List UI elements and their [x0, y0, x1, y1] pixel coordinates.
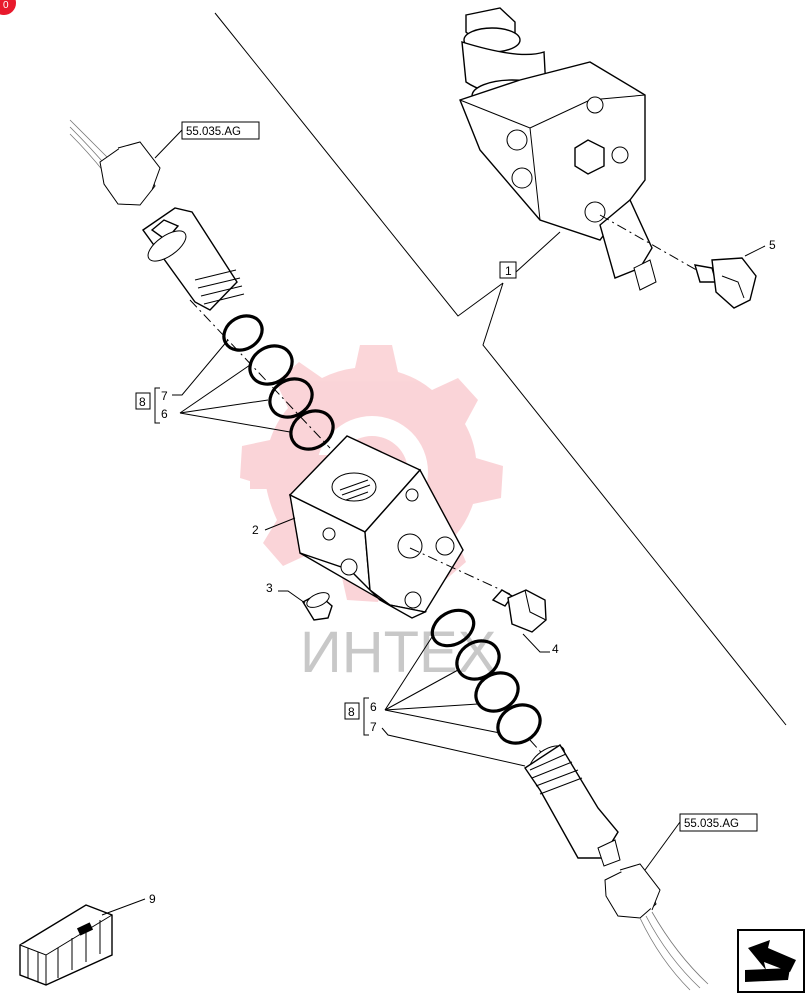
kit-upper-label-b: 6: [161, 407, 168, 421]
leader-3: [278, 590, 306, 604]
manifold-block: [288, 435, 511, 619]
kit-lower-box: [344, 702, 360, 720]
ref-bottom-box: [679, 813, 758, 832]
leader-kit-upper-a: [172, 339, 229, 396]
part-4-bolt: [491, 589, 547, 633]
page-marker: 0: [0, 0, 16, 15]
part-5-screw: [694, 257, 757, 309]
item-1-box: [499, 261, 517, 279]
label-3: 3: [266, 581, 273, 595]
kit-lower-label-b: 7: [370, 720, 377, 734]
kit-lower-box-label: 8: [348, 705, 355, 719]
lower-sensor: [524, 739, 621, 867]
leader-kit-upper-b2: [179, 399, 269, 414]
leader-4: [522, 633, 550, 653]
lower-o-rings: [430, 608, 542, 745]
leader-kit-lower-b: [381, 727, 526, 767]
ref-bottom-label[interactable]: 55.035.AG: [684, 818, 739, 830]
kit-lower-bracket: [363, 697, 369, 736]
leader-ref-top: [154, 129, 183, 159]
label-5: 5: [769, 238, 776, 252]
lower-cable: [604, 863, 709, 991]
upper-cable: [69, 119, 161, 206]
upper-sensor: [142, 207, 331, 449]
svg-text:0: 0: [3, 0, 9, 11]
leader-kit-lower-a2: [384, 669, 459, 711]
leader-kit-lower-a1: [384, 636, 433, 711]
label-9: 9: [149, 892, 156, 906]
leader-5: [744, 245, 766, 257]
leader-kit-upper-b1: [179, 364, 251, 414]
leader-ref-bottom: [644, 821, 681, 871]
kit-upper-box-label: 8: [139, 395, 146, 409]
ref-top-box: [181, 121, 260, 140]
leader-kit-upper-b3: [179, 412, 291, 433]
crate-icon: [19, 904, 113, 986]
leader-9: [101, 898, 146, 916]
back-arrow-icon[interactable]: [737, 929, 805, 993]
watermark-text: ИНТЕХ: [300, 620, 496, 685]
kit-upper-box: [135, 392, 151, 410]
label-2: 2: [252, 523, 259, 537]
upper-o-rings: [222, 314, 335, 451]
leader-2: [264, 517, 296, 531]
divider-line: [214, 12, 504, 317]
kit-upper-label-a: 7: [161, 389, 168, 403]
divider-line-lower: [482, 282, 787, 726]
valve-assembly: [459, 7, 701, 291]
leader-kit-lower-a3: [384, 703, 479, 711]
part-3-plug: [302, 592, 333, 621]
kit-lower-label-a: 6: [370, 700, 377, 714]
ref-top-label[interactable]: 55.035.AG: [186, 126, 241, 138]
label-1: 1: [505, 264, 512, 278]
kit-upper-bracket: [154, 387, 160, 424]
label-4: 4: [552, 642, 559, 656]
leader-1-to-valve: [515, 231, 561, 273]
leader-kit-lower-a4: [384, 709, 501, 734]
